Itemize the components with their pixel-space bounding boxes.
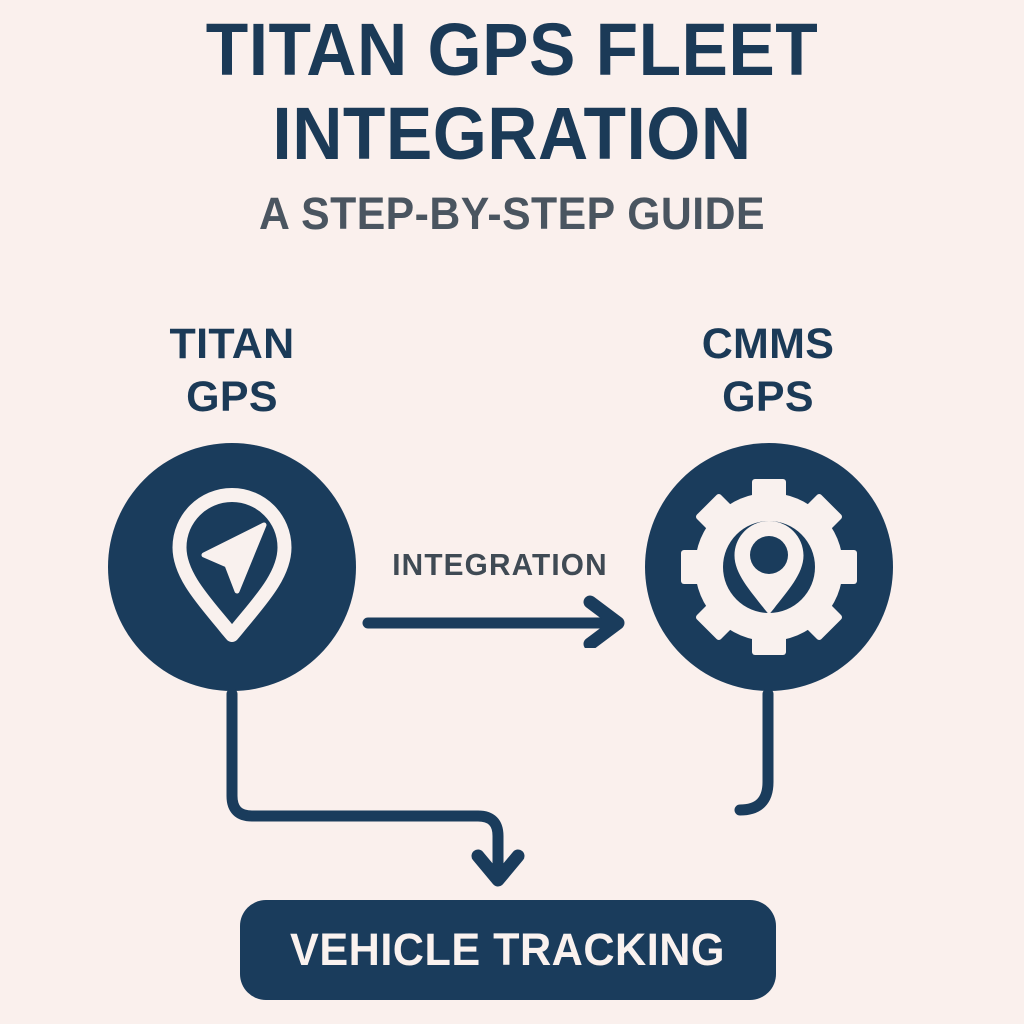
node-label-cmms-gps-line-2: GPS	[722, 373, 814, 421]
location-pin-navigation-icon	[172, 488, 292, 642]
page-title-line-2: INTEGRATION	[272, 92, 752, 175]
output-vehicle-tracking-button[interactable]: VEHICLE TRACKING	[240, 900, 776, 1000]
node-cmms-gps[interactable]	[645, 443, 893, 691]
page-title-line-1: TITAN GPS FLEET	[205, 8, 819, 91]
arrow-down-icon	[471, 849, 525, 887]
node-label-cmms-gps-line-1: CMMS	[701, 320, 835, 368]
page-subtitle: A STEP-BY-STEP GUIDE	[259, 188, 765, 239]
output-vehicle-tracking-label: VEHICLE TRACKING	[290, 924, 726, 975]
node-titan-gps[interactable]	[108, 443, 356, 691]
connector-cmms-stub	[734, 688, 774, 816]
node-label-titan-gps: TITAN GPS	[92, 318, 372, 424]
node-label-titan-gps-line-1: TITAN	[169, 320, 295, 368]
node-label-cmms-gps: CMMS GPS	[628, 318, 908, 424]
arrow-right-icon	[362, 595, 625, 648]
gear-location-pin-icon	[645, 443, 893, 691]
header: TITAN GPS FLEET INTEGRATION A STEP-BY-ST…	[0, 8, 1024, 240]
node-label-titan-gps-line-2: GPS	[186, 373, 278, 421]
connector-titan-to-output	[226, 688, 525, 887]
integration-label: INTEGRATION	[392, 547, 608, 582]
